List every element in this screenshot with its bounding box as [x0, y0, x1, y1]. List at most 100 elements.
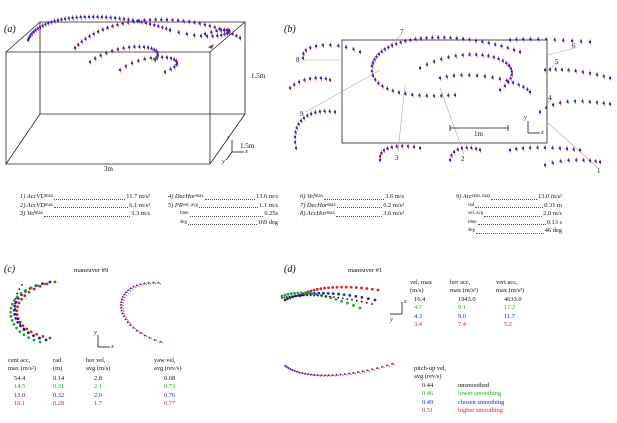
trajectory-point [161, 26, 164, 29]
trajectory-point [18, 330, 22, 333]
table-cell: 14.5 [14, 383, 26, 391]
axis-a-z: z [227, 134, 230, 141]
trajectory-point [342, 293, 346, 297]
trajectory-point [323, 110, 326, 113]
trajectory-point [218, 27, 221, 30]
trajectory-point [337, 296, 340, 299]
trajectory-point [543, 163, 547, 167]
trajectory-point [352, 372, 355, 374]
orientation-tick [127, 320, 131, 324]
panel-b-trajectories [288, 35, 612, 168]
table-cell: 10.1 [14, 400, 26, 408]
trajectory-point [376, 288, 380, 292]
leader-line [439, 87, 465, 155]
table-cell: 5.2 [504, 321, 512, 329]
trajectory-point [132, 20, 135, 23]
orientation-tick [366, 369, 371, 373]
trajectory-point [171, 18, 174, 22]
trajectory-point [291, 295, 293, 298]
trajectory-point [53, 280, 57, 284]
trajectory-point [558, 147, 562, 150]
trajectory-point [172, 58, 176, 61]
trajectory-point [573, 100, 577, 103]
trajectory-point [380, 366, 383, 368]
trajectory-point [293, 291, 296, 295]
trajectory-point [157, 282, 159, 284]
trajectory-point [118, 17, 121, 20]
trajectory-point [143, 334, 146, 337]
trajectory-point [452, 150, 456, 154]
maneuver-num-5: 5 [555, 58, 559, 66]
trajectory-point [545, 106, 548, 110]
trajectory-point [311, 292, 315, 296]
trajectory-point [135, 284, 138, 287]
trajectory-point [142, 45, 146, 49]
trajectory-point [96, 15, 99, 19]
trajectory-point [294, 131, 297, 134]
trajectory-point [301, 372, 303, 375]
trajectory-point [14, 316, 18, 320]
trajectory-point [461, 37, 465, 41]
trajectory-point [304, 49, 308, 52]
trajectory-point [121, 312, 124, 315]
trajectory-point [483, 75, 487, 78]
trajectory-point [545, 38, 548, 41]
trajectory-point [608, 102, 612, 106]
trajectory-point [169, 57, 173, 60]
trajectory-point [395, 145, 398, 148]
trajectory-point [335, 374, 337, 376]
trajectory-point [32, 30, 35, 34]
orientation-tick [159, 340, 164, 344]
trajectory-point [120, 307, 122, 309]
trajectory-point [329, 43, 332, 47]
trajectory-point [371, 74, 375, 77]
table-cell: 0.46 [422, 390, 434, 398]
stat-subscript: max [44, 202, 54, 208]
trajectory-point [554, 68, 557, 71]
trajectory-point [518, 50, 522, 54]
stat-leader-dots [189, 210, 264, 217]
trajectory-point [361, 370, 364, 373]
orientation-tick [310, 373, 315, 377]
orientation-tick [328, 373, 332, 377]
trajectory-point [447, 56, 450, 59]
axis-c-x: x [111, 343, 114, 350]
trajectory-point [510, 73, 513, 77]
trajectory-point [148, 22, 152, 26]
trajectory-point [187, 20, 191, 23]
trajectory-point [21, 324, 25, 328]
trajectory-point [120, 309, 123, 312]
trajectory-point [285, 366, 288, 368]
trajectory-point [512, 48, 516, 52]
trajectory-point [448, 158, 452, 162]
trajectory-point [306, 114, 309, 117]
trajectory-point [321, 291, 325, 295]
trajectory-point [497, 57, 500, 61]
table-header: rad [53, 357, 62, 364]
stat-value: 3.3 m/s [131, 210, 150, 218]
trajectory-point [30, 32, 34, 35]
trajectory-point [155, 50, 158, 53]
trajectory-point [105, 51, 108, 55]
trajectory-point [440, 94, 443, 98]
trajectory-point [293, 135, 297, 139]
trajectory-point [27, 290, 31, 294]
stat-value: 0.25s [264, 210, 278, 218]
table-header: avg (rev/s) [414, 373, 442, 381]
trajectory-point [432, 94, 436, 98]
trajectory-point [409, 38, 412, 42]
trajectory-point [296, 294, 299, 297]
orientation-tick [121, 309, 125, 313]
trajectory-point [138, 45, 141, 48]
trajectory-point [19, 291, 23, 295]
trajectory-point [320, 374, 322, 377]
trajectory-point [293, 141, 297, 144]
trajectory-point [137, 59, 140, 63]
stat-leader-dots [484, 210, 543, 217]
trajectory-point [203, 23, 207, 26]
trajectory-point [598, 160, 602, 164]
trajectory-point [538, 110, 542, 114]
stat-leader-dots [335, 210, 383, 217]
